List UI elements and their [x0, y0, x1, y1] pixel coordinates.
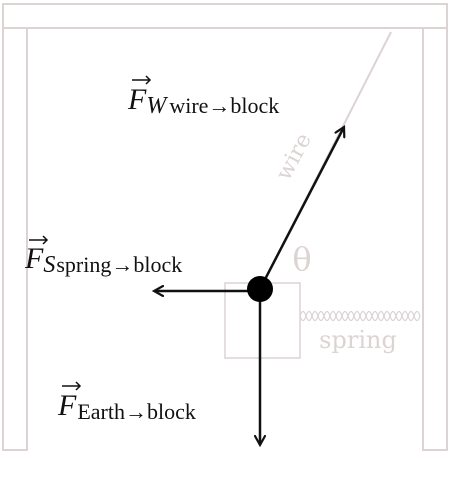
left-post: [2, 27, 28, 451]
force-subscript-italic: S: [43, 252, 55, 278]
center-dot: [247, 276, 273, 302]
force-wire-arrow: [258, 127, 344, 290]
angle-label: θ: [292, 240, 311, 278]
force-symbol: F: [127, 83, 147, 116]
force-symbol: F: [57, 389, 77, 422]
svg-text:FSspring→block: FSspring→block: [24, 242, 182, 278]
support-frame: [2, 3, 448, 451]
vector-arrow-icon: [132, 75, 152, 85]
force-subscript-text: spring→block: [56, 252, 182, 277]
vector-arrow-icon: [62, 381, 82, 391]
vector-arrow-icon: [29, 235, 49, 245]
force-symbol: F: [24, 242, 44, 275]
force-label-earth: FEarth→block: [57, 381, 196, 424]
ceiling-beam: [2, 3, 448, 29]
spring-label: spring: [319, 326, 397, 354]
right-post: [422, 27, 448, 451]
svg-text:FEarth→block: FEarth→block: [57, 389, 196, 424]
spring-coil: [299, 310, 421, 322]
wire-label: wire: [272, 129, 317, 184]
force-subscript-italic: W: [146, 93, 168, 119]
force-subscript-text: Earth→block: [77, 399, 196, 424]
force-subscript-text: wire→block: [169, 93, 279, 118]
force-label-spring: FSspring→block: [24, 235, 182, 278]
